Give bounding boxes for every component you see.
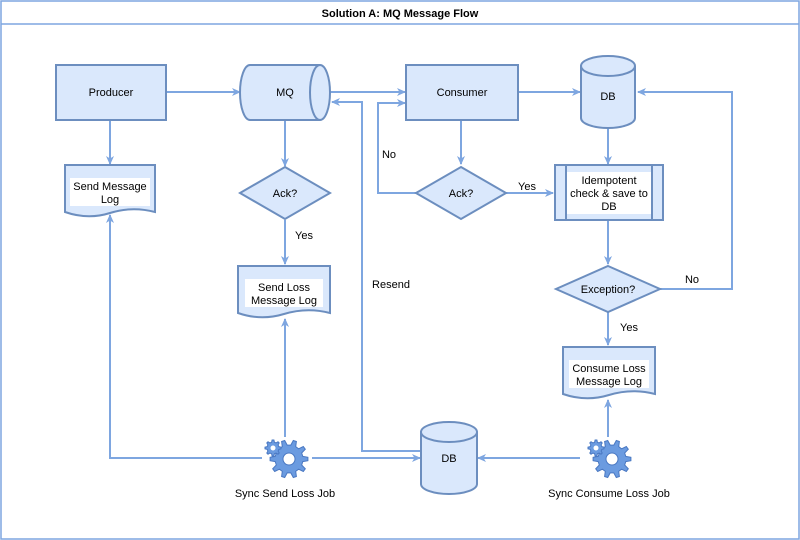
idempotent-line2: check & save to bbox=[570, 188, 648, 200]
db-top-label: DB bbox=[600, 91, 615, 103]
edge-label-resend: Resend bbox=[372, 279, 410, 291]
edge-resend-mq bbox=[331, 98, 420, 452]
edges bbox=[106, 88, 733, 462]
send-message-log-line2: Log bbox=[101, 194, 119, 206]
exception-node[interactable] bbox=[553, 264, 663, 314]
edge-label-yes-exception: Yes bbox=[620, 322, 638, 334]
producer-node[interactable] bbox=[55, 64, 167, 121]
producer-label: Producer bbox=[89, 87, 134, 99]
consumer-label: Consumer bbox=[437, 87, 488, 99]
send-message-log-line1: Send Message bbox=[73, 181, 146, 193]
consume-loss-log-line2: Message Log bbox=[576, 376, 642, 388]
send-loss-log-label-bg bbox=[245, 279, 323, 307]
idempotent-line1: Idempotent bbox=[581, 175, 636, 187]
edge-label-no-right: No bbox=[685, 274, 699, 286]
mq-node[interactable] bbox=[239, 64, 331, 121]
db-bottom-node[interactable] bbox=[420, 421, 478, 495]
edge-label-yes-send: Yes bbox=[295, 230, 313, 242]
send-loss-log-line1: Send Loss bbox=[258, 282, 310, 294]
edge-label-no-left: No bbox=[382, 149, 396, 161]
consume-loss-log-line1: Consume Loss bbox=[572, 363, 646, 375]
sync-send-job-gear-icon[interactable] bbox=[264, 439, 309, 479]
send-message-log-label-bg bbox=[70, 178, 150, 206]
consume-loss-log-label-bg bbox=[569, 360, 649, 388]
idempotent-line3: DB bbox=[601, 201, 616, 213]
sync-consume-job-label: Sync Consume Loss Job bbox=[548, 488, 670, 500]
edge-exception-no-db bbox=[637, 88, 733, 290]
db-bottom-label: DB bbox=[441, 453, 456, 465]
ack-send-label: Ack? bbox=[273, 188, 297, 200]
ack-consume-label: Ack? bbox=[449, 188, 473, 200]
ack-send-node[interactable] bbox=[238, 165, 332, 221]
sync-send-job-label: Sync Send Loss Job bbox=[235, 488, 335, 500]
mq-label: MQ bbox=[276, 87, 294, 99]
consumer-node[interactable] bbox=[405, 64, 519, 121]
edge-sendjob-sendlog bbox=[106, 214, 262, 459]
diagram-title: Solution A: MQ Message Flow bbox=[322, 8, 479, 20]
ack-consume-node[interactable] bbox=[414, 165, 508, 221]
send-loss-log-line2: Message Log bbox=[251, 295, 317, 307]
exception-label: Exception? bbox=[581, 284, 635, 296]
edge-label-yes-consume: Yes bbox=[518, 181, 536, 193]
db-top-node[interactable] bbox=[580, 55, 636, 129]
sync-consume-job-gear-icon[interactable] bbox=[587, 439, 632, 479]
idempotent-label-bg bbox=[567, 172, 651, 214]
edge-ack-no-consumer bbox=[377, 99, 416, 194]
